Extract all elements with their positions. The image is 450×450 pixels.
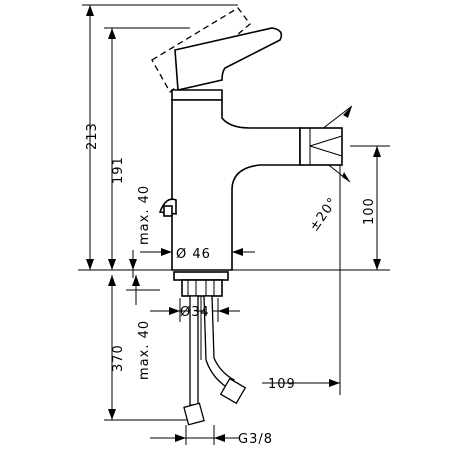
hole-diameter-label: Ø34 [180,305,210,320]
dimension-lines [78,4,390,445]
mounting-hardware [173,271,229,297]
lever-clearance-label: max. 40 [137,185,152,245]
hose-length-label: 370 [111,344,126,372]
mounting-clearance-label: max. 40 [137,320,152,380]
spout-height-label: 191 [111,156,126,184]
supply-hoses [183,295,247,426]
connection-thread-label: G3/8 [238,432,273,447]
aerator-swivel-label: ±20° [307,195,341,235]
faucet-body [151,7,343,271]
spout-reach-label: 109 [268,377,296,392]
body-diameter-label: Ø 46 [176,247,211,262]
aerator-height-label: 100 [362,197,377,225]
overall-height-label: 213 [85,122,100,150]
